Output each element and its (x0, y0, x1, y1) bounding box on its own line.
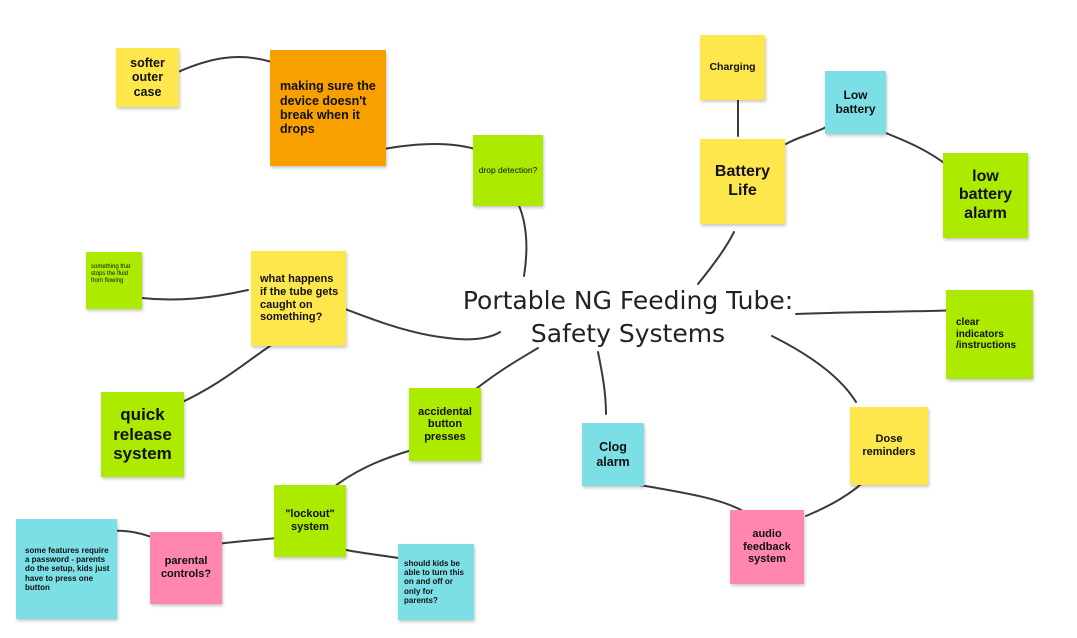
connector-drops-to-detection (377, 142, 479, 151)
note-low-battery-alarm-text: low battery alarm (958, 167, 1013, 222)
note-charging[interactable]: Charging (700, 35, 765, 100)
connector-battery-to-lowbattery (785, 125, 829, 145)
note-tube-caught-text: what happens if the tube gets caught on … (260, 273, 339, 324)
note-charging-text: Charging (709, 61, 756, 74)
note-audio-feedback[interactable]: audio feedback system (730, 510, 804, 584)
note-clear-indicators-text: clear indicators /instructions (956, 317, 1017, 352)
connector-lowbattery-to-alarm (877, 129, 949, 167)
note-fluid-stop[interactable]: something that stops the fluid from flow… (86, 252, 142, 309)
note-fluid-stop-text: something that stops the fluid from flow… (91, 264, 131, 284)
note-clear-indicators[interactable]: clear indicators /instructions (946, 290, 1033, 379)
note-low-battery-text: Low battery (835, 87, 876, 116)
note-parental-controls-text: parental controls? (160, 555, 212, 580)
note-dose-reminders[interactable]: Dose reminders (850, 407, 928, 485)
central-topic-line-1: Portable NG Feeding Tube: (462, 286, 794, 315)
connector-detection-to-title (513, 195, 528, 277)
note-password-features[interactable]: some features require a password - paren… (16, 519, 117, 619)
connector-title-to-battery (697, 231, 735, 285)
connector-accidental-to-lockout (329, 449, 413, 491)
connector-fluid-to-caught (141, 289, 249, 301)
central-topic-line-2: Safety Systems (530, 319, 726, 348)
note-device-drops-text: making sure the device doesn't break whe… (280, 79, 376, 137)
note-password-features-text: some features require a password - paren… (25, 546, 110, 592)
note-dose-reminders-text: Dose reminders (862, 433, 916, 458)
connector-title-to-indicators (795, 309, 969, 315)
note-battery-life[interactable]: Battery Life (700, 139, 785, 224)
note-accidental-presses-text: accidental button presses (418, 405, 472, 443)
connector-caught-to-release (177, 341, 277, 405)
note-tube-caught[interactable]: what happens if the tube gets caught on … (251, 251, 346, 346)
note-drop-detection-text: drop detection? (478, 164, 538, 175)
note-quick-release-text: quick release system (113, 405, 172, 464)
note-battery-life-text: Battery Life (714, 163, 771, 199)
note-softer-outer-case-text: softer outer case (130, 55, 165, 99)
note-parental-controls[interactable]: parental controls? (150, 532, 222, 604)
note-clog-alarm-text: Clog alarm (596, 440, 630, 469)
note-low-battery-alarm[interactable]: low battery alarm (943, 153, 1028, 238)
connector-caught-to-title (321, 299, 501, 341)
note-audio-feedback-text: audio feedback system (743, 528, 791, 566)
note-kids-toggle[interactable]: should kids be able to turn this on and … (398, 544, 474, 620)
connector-title-to-accidental (471, 347, 539, 393)
note-lockout-system-text: "lockout" system (285, 508, 335, 533)
note-accidental-presses[interactable]: accidental button presses (409, 388, 481, 461)
note-low-battery[interactable]: Low battery (825, 71, 886, 134)
connector-title-to-clog (597, 351, 607, 415)
note-device-drops[interactable]: making sure the device doesn't break whe… (270, 50, 386, 166)
note-kids-toggle-text: should kids be able to turn this on and … (404, 559, 464, 605)
central-topic-title: Portable NG Feeding Tube: Safety Systems (440, 284, 816, 350)
connector-outer-case-to-drops (177, 56, 273, 73)
note-drop-detection[interactable]: drop detection? (473, 135, 543, 206)
note-quick-release[interactable]: quick release system (101, 392, 184, 477)
connector-title-to-dose (771, 335, 857, 403)
note-softer-outer-case[interactable]: softer outer case (116, 48, 179, 107)
note-clog-alarm[interactable]: Clog alarm (582, 423, 644, 486)
note-lockout-system[interactable]: "lockout" system (274, 485, 346, 557)
